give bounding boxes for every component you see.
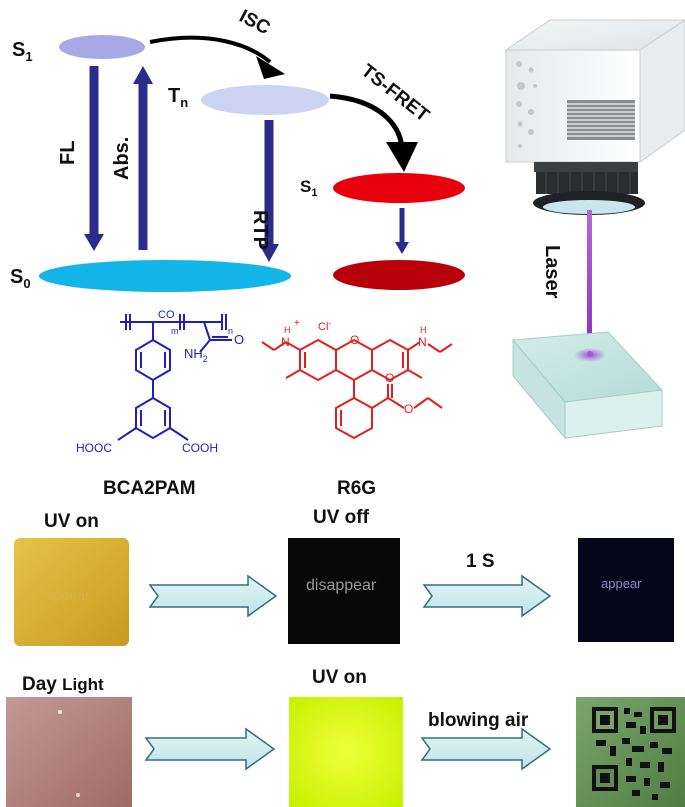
r6g-s1-level — [333, 173, 465, 203]
rtp-label: RTP — [249, 210, 271, 250]
day-light-sample-photo — [6, 697, 132, 807]
tn-label: Tn — [168, 85, 188, 110]
r6g-name: R6G — [337, 478, 376, 499]
fl-label: FL — [57, 141, 79, 165]
bca2pam-name: BCA2PAM — [103, 478, 196, 499]
isc-label: ISC — [236, 6, 274, 40]
r6g-s0-level — [333, 260, 465, 290]
row1-arrow-1 — [148, 574, 278, 618]
r6g-o-carbonyl: O — [385, 371, 394, 385]
r6g-n-left: N — [281, 335, 290, 349]
tsfret-arrow — [329, 93, 405, 149]
r6g-structure — [261, 338, 453, 440]
r6g-cl: Cl- — [318, 319, 331, 333]
fl-arrow-head — [84, 234, 104, 251]
r6g-n-right: N — [418, 335, 427, 349]
uv-off-sample-photo — [288, 538, 400, 644]
s1-label: S1 — [12, 39, 33, 64]
bca2pam-o: O — [234, 332, 244, 347]
row1-uv-off-label: UV off — [313, 507, 370, 528]
row2-arrow-1 — [144, 727, 276, 771]
r6g-o-ester: O — [404, 402, 413, 416]
r6g-labels: + Cl- N H N H O O O R6G — [281, 318, 427, 499]
row2-blowing-air-label: blowing air — [428, 710, 529, 731]
row1-time-label: 1 S — [466, 551, 495, 572]
bca2pam-structure — [117, 314, 232, 441]
vent-grille — [567, 100, 635, 140]
appear-sample-text: appear — [601, 576, 642, 591]
rtp-arrow-head — [259, 244, 279, 262]
uv-on-sample-photo-2 — [289, 697, 403, 807]
row2-day-light-label: Day Light — [22, 674, 104, 695]
tn-level — [201, 85, 329, 115]
row1-uv-on-label: UV on — [44, 511, 99, 532]
laser-label: Laser — [541, 245, 563, 299]
isc-arrow-head — [256, 56, 285, 79]
laser-device-illustration: Laser — [504, 19, 685, 440]
laser-beam — [587, 210, 592, 352]
row2-uv-on-label: UV on — [312, 667, 367, 688]
bca2pam-nh2: NH2 — [184, 346, 208, 364]
uv-on-sample-photo — [14, 538, 129, 646]
bca2pam-hooc: HOOC — [76, 441, 112, 455]
s0-label: S0 — [10, 266, 31, 291]
isc-arrow — [149, 35, 272, 64]
bca2pam-cooh: COOH — [182, 441, 218, 455]
row1-arrow-2 — [422, 574, 552, 618]
abs-arrow-head — [133, 66, 153, 84]
energy-level-diagram: S1 Tn S0 S1 FL Abs. RTP ISC TS-FRET — [10, 6, 465, 292]
r6g-decay-arrow-head — [395, 242, 409, 254]
uv-off-sample-text: disappear — [306, 577, 377, 594]
r6g-s1-label: S1 — [300, 177, 317, 199]
tsfret-label: TS-FRET — [357, 60, 433, 126]
bca2pam-co: CO — [158, 309, 175, 321]
qr-code-pattern — [592, 707, 676, 800]
appear-sample-photo — [578, 538, 674, 642]
r6g-o-ring: O — [350, 333, 359, 347]
tsfret-arrow-head — [386, 142, 418, 172]
bca2pam-labels: CO m n O NH2 HOOC COOH BCA2PAM — [76, 309, 244, 499]
bca2pam-n: n — [228, 326, 233, 336]
row1-photos: UV on UV off 1 S appear disappear appear — [14, 507, 674, 646]
r6g-h-right: H — [420, 325, 427, 335]
abs-label: Abs. — [111, 137, 133, 180]
r6g-plus: + — [294, 318, 300, 329]
row2-photos: Day Light UV on blowing air — [6, 667, 685, 807]
uv-on-sample-text: appear — [46, 587, 90, 603]
s1-level — [59, 35, 145, 59]
s0-level — [39, 260, 291, 292]
row2-arrow-2 — [420, 727, 552, 771]
r6g-h-left: H — [284, 325, 291, 335]
bca2pam-m: m — [171, 326, 179, 336]
